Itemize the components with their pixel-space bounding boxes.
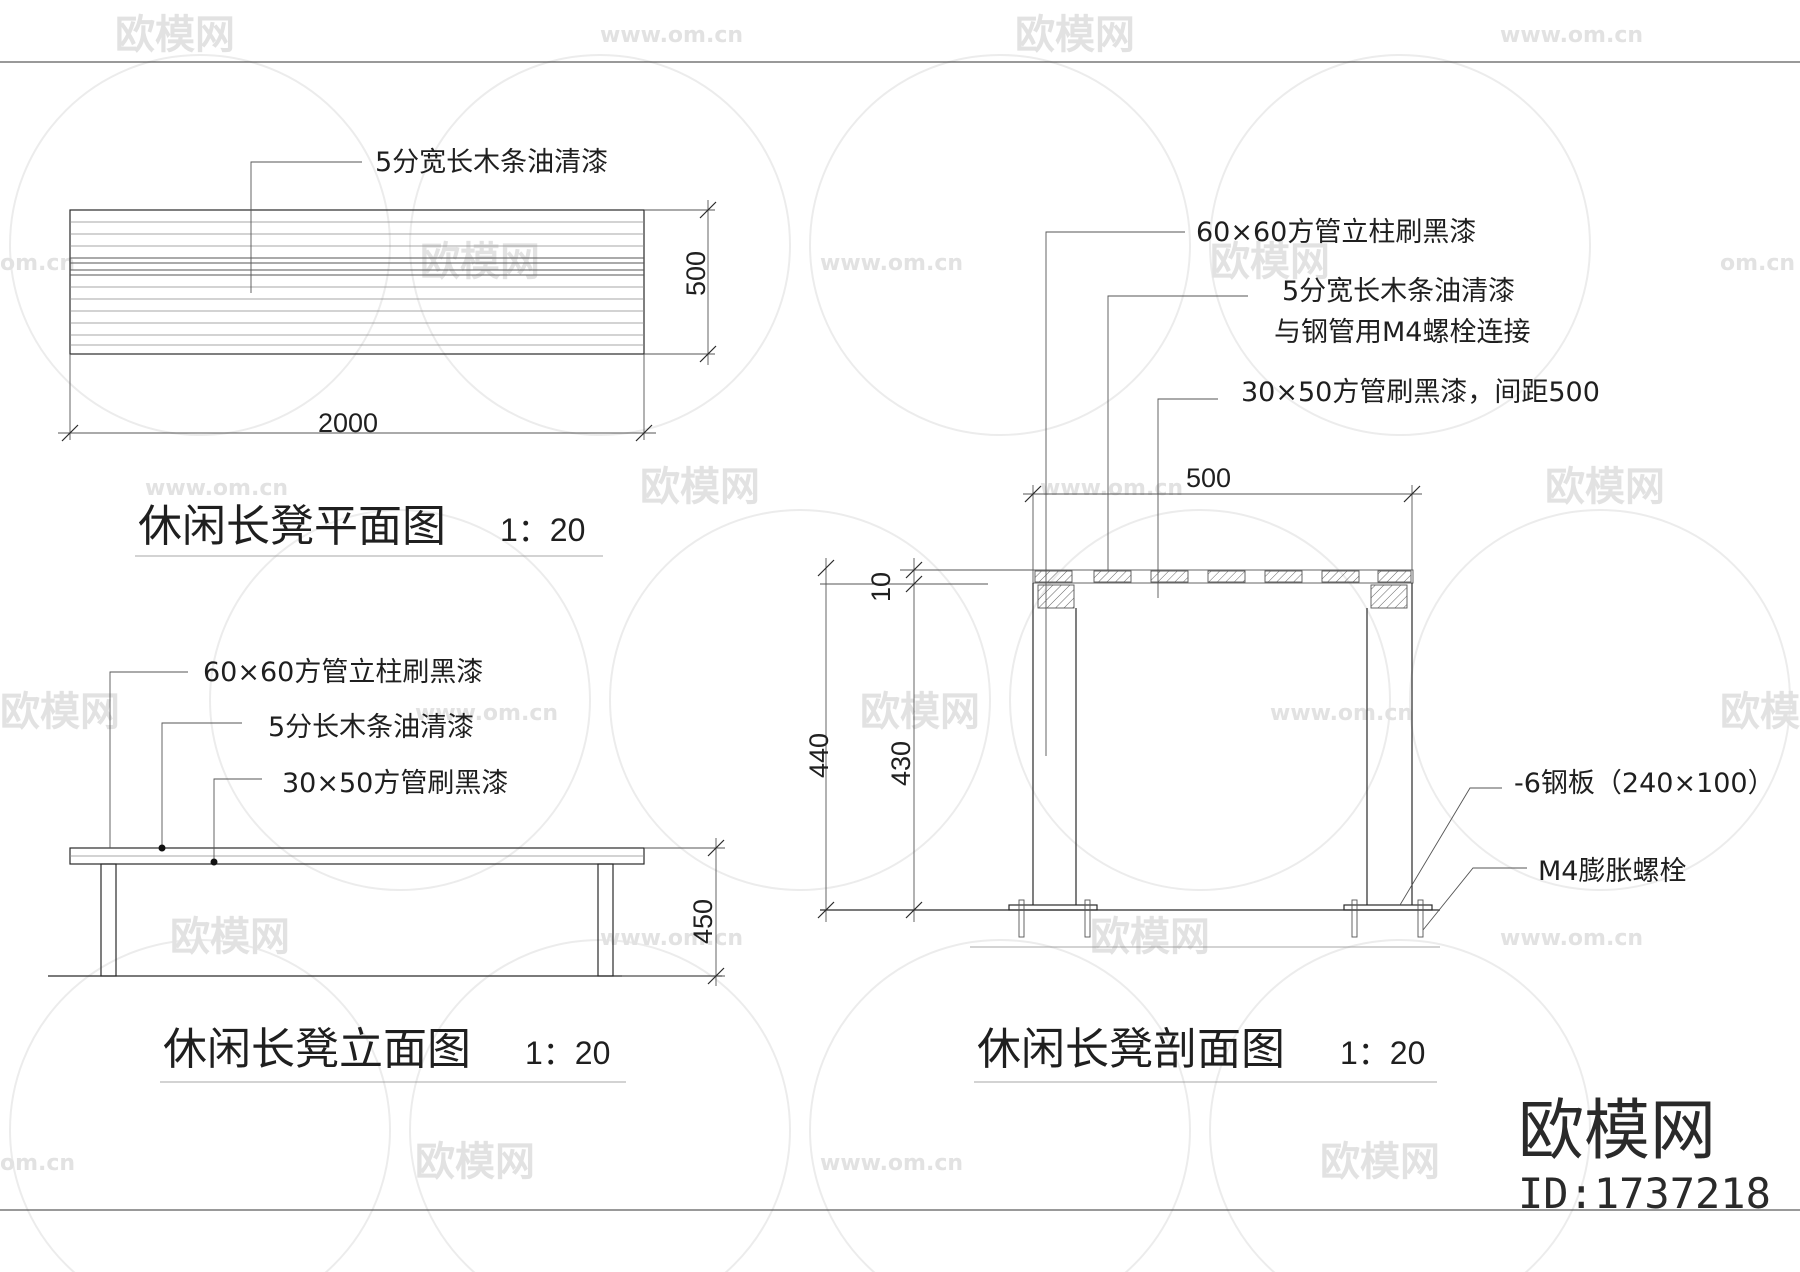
watermark-brand: 欧模网 (640, 464, 760, 510)
watermark-brand: 欧模网 (415, 1139, 535, 1185)
watermark-brand: 欧模网 (420, 239, 540, 285)
section-tube-left (1037, 584, 1075, 609)
watermark-brand: 欧模网 (115, 12, 235, 58)
elevation-leg-left (100, 863, 117, 977)
watermark-url: www.om.cn (600, 23, 743, 48)
section-label-bolt: M4膨胀螺栓 (1538, 856, 1686, 887)
section-dim-width: 500 (1186, 463, 1231, 493)
watermark-brand: 欧模网 (170, 914, 290, 960)
watermark-url: www.om.cn (1270, 701, 1413, 726)
watermark-url: om.cn (0, 251, 75, 276)
watermark-url: www.om.cn (145, 476, 288, 501)
elevation-label-slat: 5分长木条油清漆 (268, 712, 474, 743)
watermark-brand: 欧模网 (1210, 239, 1330, 285)
plan-seat-outline (69, 209, 645, 355)
elevation-scale: 1：20 (525, 1035, 610, 1071)
plan-title: 休闲长凳平面图 (138, 501, 446, 552)
section-label-slat-2: 与钢管用M4螺栓连接 (1274, 317, 1530, 348)
watermark-brand: 欧模网 (1545, 464, 1665, 510)
brand-id: ID:1737218 (1518, 1169, 1771, 1218)
elevation-label-post: 60×60方管立柱刷黑漆 (203, 657, 483, 688)
watermark-url: www.om.cn (820, 251, 963, 276)
watermark-url: om.cn (1720, 251, 1795, 276)
watermark-url: www.om.cn (415, 701, 558, 726)
section-label-slat-1: 5分宽长木条油清漆 (1282, 276, 1515, 307)
section-tube-right (1370, 584, 1408, 609)
section-view: 60×60方管立柱刷黑漆 5分宽长木条油清漆 与钢管用M4螺栓连接 30×50方… (804, 217, 1775, 1083)
plan-label-slat: 5分宽长木条油清漆 (375, 147, 608, 178)
section-label-post: 60×60方管立柱刷黑漆 (1196, 217, 1476, 248)
section-label-plate: -6钢板（240×100） (1514, 768, 1775, 799)
watermark-url: www.om.cn (820, 1151, 963, 1176)
section-scale: 1：20 (1340, 1035, 1425, 1071)
plan-dim-width: 500 (681, 251, 711, 296)
elevation-title: 休闲长凳立面图 (163, 1024, 471, 1075)
section-title: 休闲长凳剖面图 (977, 1024, 1285, 1075)
section-plate-left (1008, 904, 1098, 911)
plan-leader-line (250, 161, 362, 293)
section-slat-row (1032, 569, 1414, 584)
section-dim-leg: 430 (886, 741, 916, 786)
brand-block: 欧模网 ID:1737218 (1518, 1092, 1771, 1218)
elevation-leg-right (597, 863, 614, 977)
watermark-url: www.om.cn (600, 926, 743, 951)
elevation-dim-height: 450 (688, 899, 718, 944)
plan-view: 5分宽长木条油清漆 500 2000 休闲长凳平面图 1：20 (58, 147, 717, 557)
section-plate-right (1343, 904, 1433, 911)
brand-logo-text: 欧模网 (1518, 1092, 1716, 1169)
watermark-url: www.om.cn (1500, 926, 1643, 951)
watermark-brand: 欧模网 (1720, 689, 1800, 735)
watermark-brand: 欧模网 (1320, 1139, 1440, 1185)
elevation-view: 60×60方管立柱刷黑漆 5分长木条油清漆 30×50方管刷黑漆 450 休闲长… (48, 657, 725, 1083)
watermark-brand: 欧模网 (1090, 914, 1210, 960)
watermark-layer: 欧模网 www.om.cn 欧模网 www.om.cn om.cn 欧模网 ww… (0, 12, 1800, 1272)
elevation-label-tube: 30×50方管刷黑漆 (282, 768, 508, 799)
plan-scale: 1：20 (500, 512, 585, 548)
section-dim-total: 440 (804, 733, 834, 778)
section-dim-top: 10 (866, 572, 896, 602)
watermark-url: om.cn (0, 1151, 75, 1176)
plan-dim-length: 2000 (318, 408, 378, 438)
watermark-brand: 欧模网 (0, 689, 120, 735)
watermark-brand: 欧模网 (1015, 12, 1135, 58)
watermark-url: www.om.cn (1500, 23, 1643, 48)
watermark-url: www.om.cn (1040, 476, 1183, 501)
section-label-tube: 30×50方管刷黑漆，间距500 (1241, 377, 1600, 408)
watermark-brand: 欧模网 (860, 689, 980, 735)
